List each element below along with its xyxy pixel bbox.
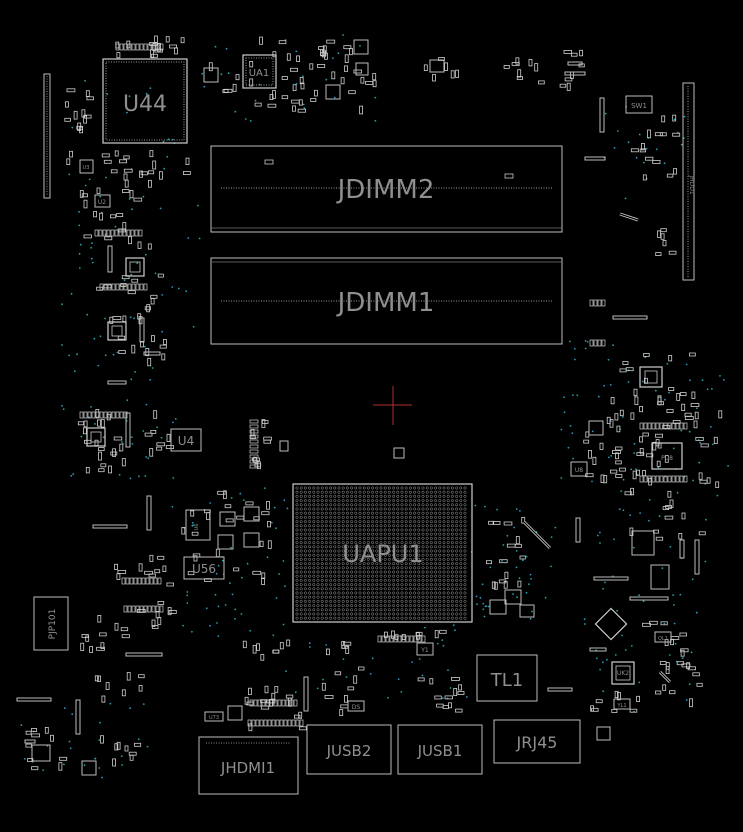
component-ql1[interactable]: QL1 bbox=[654, 631, 672, 643]
component-jusb2[interactable]: JUSB2 bbox=[306, 724, 392, 775]
component-jusb1[interactable]: JUSB1 bbox=[397, 724, 483, 775]
yl1-label: YL1 bbox=[616, 703, 626, 709]
component-pjp101[interactable]: PJP101 bbox=[33, 596, 69, 651]
qfn-chip-4[interactable] bbox=[639, 366, 663, 388]
component-u4[interactable]: U4 bbox=[170, 428, 202, 452]
u2-label: U2 bbox=[98, 199, 106, 206]
component-y1[interactable]: Y1 bbox=[416, 642, 434, 656]
u44-label: U44 bbox=[123, 92, 167, 117]
jusb2-label: JUSB2 bbox=[326, 742, 372, 760]
origin-crosshair bbox=[373, 386, 412, 425]
left-edge-connector[interactable] bbox=[43, 73, 51, 199]
uapu1-ball-grid bbox=[295, 486, 467, 620]
component-uapu1[interactable]: UAPU1 bbox=[292, 483, 473, 623]
pjp101-label: PJP101 bbox=[48, 609, 58, 640]
component-u3[interactable]: U3 bbox=[79, 159, 94, 174]
uapu1-label: UAPU1 bbox=[342, 540, 423, 568]
u73-label: U73 bbox=[209, 715, 219, 721]
component-jdimm1[interactable]: JDIMM1 bbox=[210, 257, 563, 345]
resistor-array-rows bbox=[79, 43, 688, 727]
qfn-chip-8[interactable] bbox=[31, 744, 51, 762]
qfn-chip-6[interactable]: PU8 bbox=[651, 442, 683, 470]
tl1-label: TL1 bbox=[490, 670, 523, 691]
u3-label: U3 bbox=[83, 165, 90, 171]
passive-components bbox=[25, 35, 723, 771]
uk2-label: UK2 bbox=[617, 670, 629, 677]
component-yl1[interactable]: YL1 bbox=[613, 698, 631, 710]
qfn-chip-2[interactable] bbox=[107, 321, 127, 341]
jdimm2-label: JDIMM2 bbox=[336, 175, 435, 205]
component-jdimm2[interactable]: JDIMM2 bbox=[210, 145, 563, 233]
pu8-label: PU8 bbox=[661, 455, 673, 462]
component-sw1[interactable]: SW1 bbox=[625, 95, 653, 114]
component-u6[interactable]: U6 bbox=[185, 509, 211, 541]
jrj45-label: JRJ45 bbox=[516, 733, 558, 752]
component-jrj45[interactable]: JRJ45 bbox=[493, 719, 581, 764]
misc-outline-parts bbox=[81, 39, 670, 776]
qfn-chip-5[interactable]: UK2 bbox=[611, 661, 635, 685]
component-jhdd1[interactable]: JHDD1 bbox=[682, 82, 695, 281]
component-u2[interactable]: U2 bbox=[94, 194, 111, 208]
qfn-chip-3[interactable] bbox=[86, 427, 106, 447]
jusb1-label: JUSB1 bbox=[417, 742, 463, 760]
thin-connectors bbox=[16, 61, 700, 744]
ds-label: DS bbox=[352, 704, 361, 711]
jhdmi1-label: JHDMI1 bbox=[220, 759, 275, 777]
ql1-label: QL1 bbox=[658, 636, 668, 642]
component-ua1[interactable]: UA1 bbox=[242, 54, 277, 89]
component-ds[interactable]: DS bbox=[347, 700, 365, 712]
u8-label: U8 bbox=[575, 467, 583, 474]
jdimm1-label: JDIMM1 bbox=[336, 288, 435, 318]
qfn-chip-7[interactable] bbox=[594, 607, 628, 641]
u4-label: U4 bbox=[178, 434, 194, 448]
component-u56[interactable]: U56 bbox=[183, 556, 225, 580]
qfn-chip-1[interactable] bbox=[125, 257, 145, 277]
jhdd1-label: JHDD1 bbox=[688, 174, 695, 195]
component-u44[interactable]: U44 bbox=[102, 58, 188, 144]
u56-label: U56 bbox=[192, 562, 216, 576]
ua1-label: UA1 bbox=[249, 68, 270, 79]
y1-label: Y1 bbox=[420, 647, 429, 654]
component-jhdmi1[interactable]: JHDMI1 bbox=[198, 736, 299, 795]
component-u8[interactable]: U8 bbox=[570, 461, 588, 477]
component-u73[interactable]: U73 bbox=[204, 711, 224, 722]
component-tl1[interactable]: TL1 bbox=[476, 654, 538, 702]
sw1-label: SW1 bbox=[631, 102, 647, 110]
u6-label: U6 bbox=[194, 524, 200, 531]
